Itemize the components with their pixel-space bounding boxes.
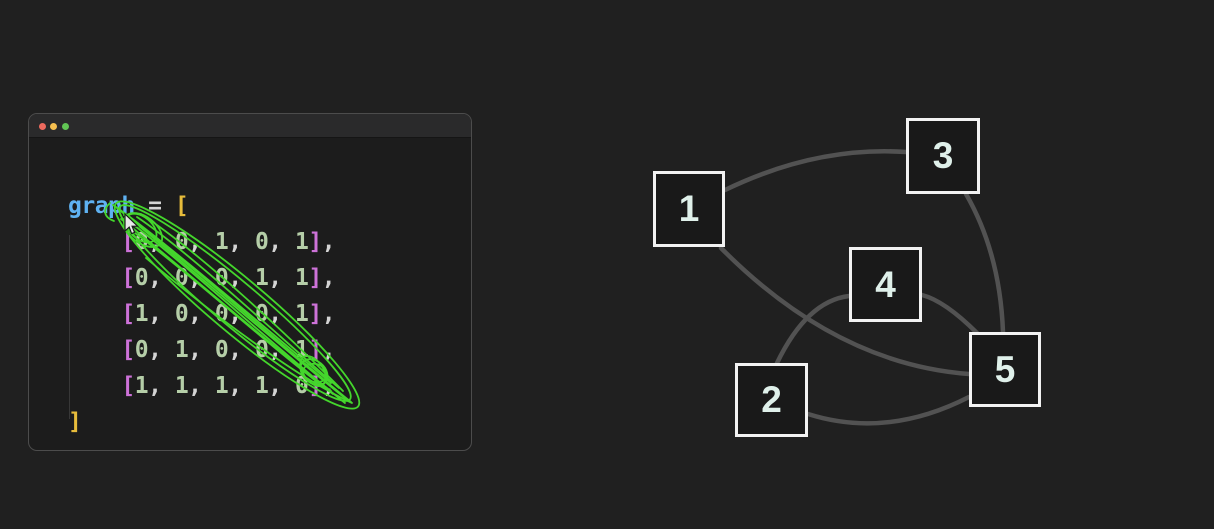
code-number: 1	[295, 265, 309, 291]
code-punct: ,	[268, 229, 295, 255]
code-punct: ,	[321, 229, 336, 255]
code-editor-area[interactable]: graph = [ [0, 0, 1, 0, 1], [0, 0, 0, 1, …	[29, 138, 471, 450]
code-number: 0	[174, 301, 189, 327]
graph-node-label: 4	[875, 263, 896, 305]
graph-edge-1-5	[718, 245, 972, 377]
code-number: 1	[254, 373, 269, 399]
code-punct: ,	[228, 337, 255, 363]
code-inner-bracket: ]	[308, 265, 322, 291]
code-outer-bracket: ]	[68, 409, 82, 435]
code-punct: ,	[321, 301, 336, 327]
code-inner-bracket: ]	[308, 301, 322, 327]
close-button[interactable]	[39, 123, 46, 130]
code-punct: ,	[268, 301, 295, 327]
graph-edge-1-3	[722, 149, 909, 193]
scribble-loop	[113, 200, 361, 410]
code-punct: ,	[228, 229, 255, 255]
scribble-loop	[118, 204, 352, 402]
code-outer-bracket: [	[174, 193, 189, 219]
code-punct: ,	[148, 265, 175, 291]
code-number: 1	[254, 265, 269, 291]
scribble-stroke	[112, 204, 332, 384]
code-inner-bracket: ]	[308, 229, 322, 255]
code-number: 1	[134, 373, 149, 399]
mouse-cursor-icon	[124, 213, 140, 235]
scribble-loop	[302, 362, 328, 384]
scribble-stroke	[123, 214, 352, 403]
code-punct: ,	[188, 337, 215, 363]
code-number: 1	[295, 301, 309, 327]
code-number: 1	[174, 337, 189, 363]
scribble-loop	[299, 355, 327, 387]
scribble-stroke	[145, 257, 353, 404]
graph-edge-2-4	[774, 293, 852, 366]
code-number: 1	[214, 229, 229, 255]
code-punct: ,	[268, 373, 295, 399]
graph-node-5: 5	[969, 332, 1041, 407]
code-punct: ,	[148, 301, 175, 327]
code-inner-bracket: [	[121, 301, 135, 327]
graph-node-3: 3	[906, 118, 980, 194]
code-number: 1	[174, 373, 189, 399]
code-punct: ,	[148, 373, 175, 399]
code-number: 0	[134, 337, 149, 363]
code-inner-bracket: [	[121, 373, 135, 399]
code-number: 0	[254, 229, 269, 255]
graph-node-4: 4	[849, 247, 922, 322]
code-editor-window: graph = [ [0, 0, 1, 0, 1], [0, 0, 0, 1, …	[28, 113, 472, 451]
code-inner-bracket: [	[121, 265, 135, 291]
code-number: 0	[214, 337, 229, 363]
code-number: 0	[134, 265, 149, 291]
graph-edge-4-5	[919, 292, 980, 336]
minimize-button[interactable]	[50, 123, 57, 130]
code-punct: ,	[268, 265, 295, 291]
graph-edge-2-5	[805, 394, 972, 426]
graph-node-label: 2	[761, 379, 782, 420]
code-number: 1	[134, 301, 149, 327]
code-punct: ,	[228, 373, 255, 399]
code-punct: ,	[188, 373, 215, 399]
code-punct: ,	[148, 337, 175, 363]
graph-node-label: 3	[932, 135, 954, 176]
code-inner-bracket: [	[121, 337, 135, 363]
indent-guide	[69, 235, 70, 419]
graph-edge-3-5	[963, 191, 1006, 335]
graph-node-label: 5	[994, 348, 1016, 390]
code-punct: ,	[321, 337, 336, 363]
scribble-stroke	[126, 226, 334, 395]
code-punct: ,	[321, 265, 336, 291]
code-number: 0	[254, 301, 269, 327]
window-titlebar	[29, 114, 471, 138]
scribble-stroke	[104, 202, 115, 222]
graph-node-label: 1	[678, 188, 700, 229]
code-number: 1	[214, 373, 229, 399]
graph-node-1: 1	[653, 171, 725, 247]
code-block: graph = [ [0, 0, 1, 0, 1], [0, 0, 0, 1, …	[68, 188, 336, 440]
graph-node-2: 2	[735, 363, 808, 437]
scribble-stroke	[136, 216, 340, 389]
scribble-stroke	[140, 213, 344, 392]
zoom-button[interactable]	[61, 123, 69, 130]
code-number: 1	[295, 229, 309, 255]
